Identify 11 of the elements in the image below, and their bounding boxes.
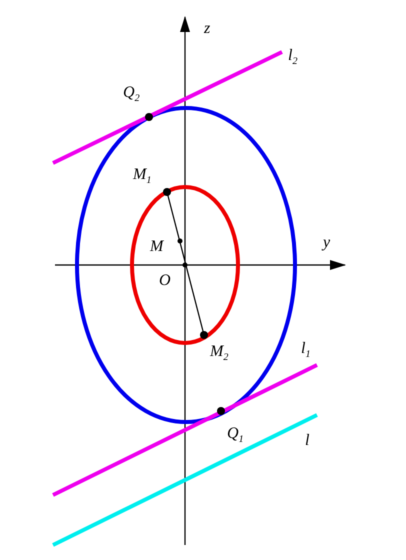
line-label: l$_{1}$ [301, 340, 310, 362]
axis-label: y [323, 234, 330, 252]
point-label: M$_{1}$ [133, 166, 152, 188]
line-label: l$_{2}$ [288, 47, 298, 70]
point-label: Q$_{2}$ [123, 84, 140, 106]
point-label: Q$_{1}$ [227, 425, 244, 448]
point-label: O [159, 272, 171, 290]
point-label: M [150, 238, 164, 256]
axis-label: z [204, 20, 210, 38]
point-label: M$_{2}$ [210, 343, 228, 366]
line-label: l [305, 432, 310, 450]
